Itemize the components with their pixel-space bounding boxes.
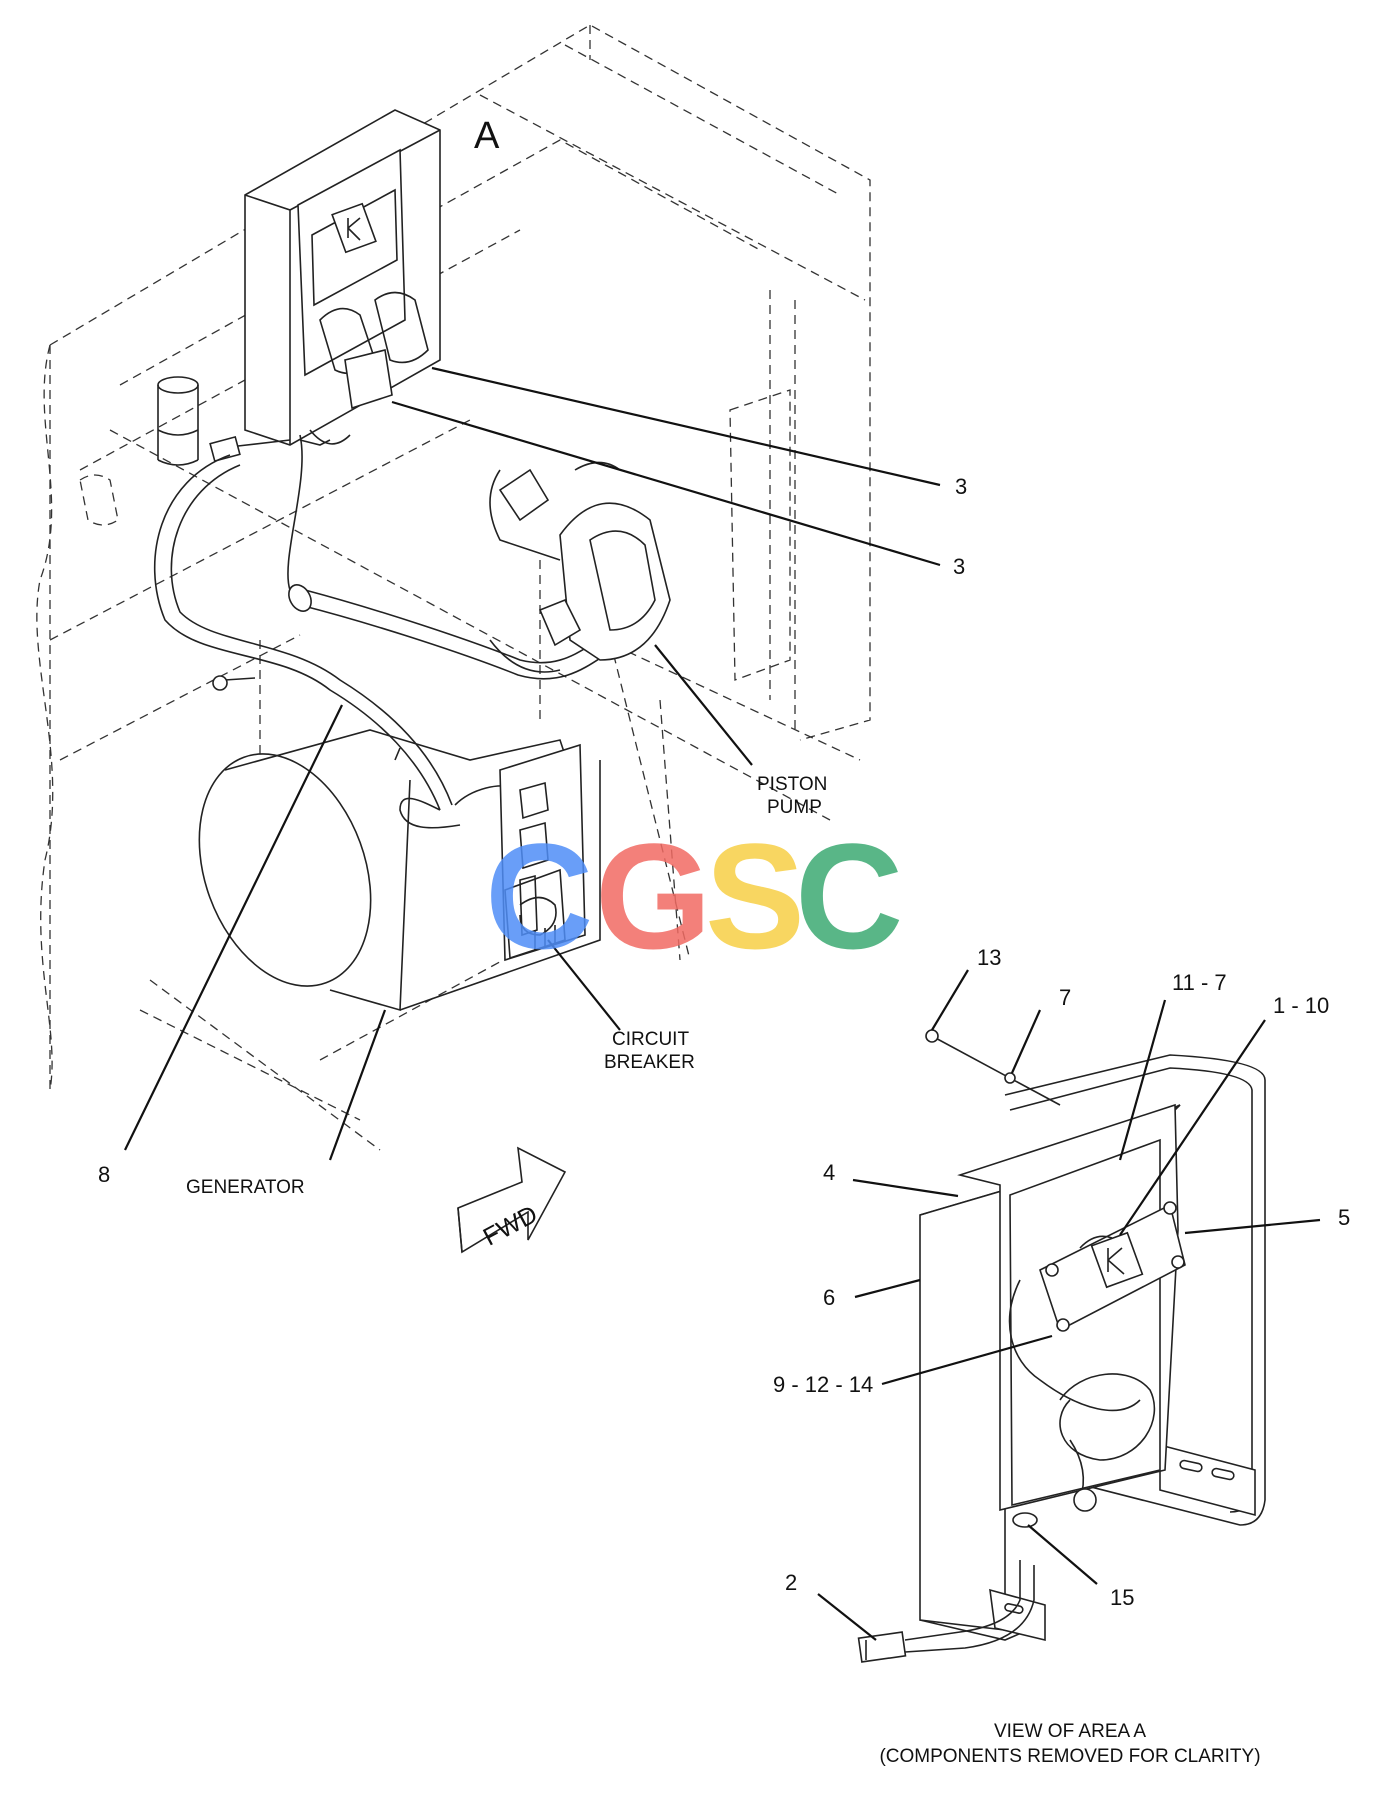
circuit-breaker-label-line1: CIRCUIT [612,1029,689,1050]
detail-view-area-a: 13 7 11 - 7 1 - 10 4 5 6 9 - 12 - 14 15 … [773,945,1350,1767]
circuit-breaker [504,868,566,960]
main-assembly-view: A 3 3 8 PISTON PUMP CIRCUIT BREAKER GENE… [36,24,967,1254]
breaker-box [244,109,441,446]
callout-3-lower: 3 [953,554,965,579]
view-caption-line1: VIEW OF AREA A [994,1721,1146,1742]
piston-pump-label-line2: PUMP [767,797,822,818]
callout-8: 8 [98,1162,110,1187]
main-leaders [124,366,941,1161]
callout-4: 4 [823,1160,835,1185]
cgsc-watermark: C G S C [485,812,903,980]
circuit-breaker-label-line2: BREAKER [604,1052,695,1073]
piston-pump [489,461,671,673]
callout-9-12-14: 9 - 12 - 14 [773,1372,873,1397]
generator [198,729,601,1012]
piston-pump-label-line1: PISTON [757,774,827,795]
watermark-letter-c1: C [485,812,593,980]
harness-connector [209,435,291,463]
area-label: A [474,115,500,157]
watermark-letter-s: S [705,812,805,980]
watermark-letter-c2: C [795,812,903,980]
wiring-harness [153,434,606,829]
callout-13: 13 [977,945,1001,970]
callout-11-7: 11 - 7 [1172,970,1227,995]
machine-frame [36,24,871,1151]
callout-2: 2 [785,1570,797,1595]
mount-post [157,376,199,466]
watermark-letter-g: G [595,812,712,980]
callout-7: 7 [1059,985,1071,1010]
view-caption-line2: (COMPONENTS REMOVED FOR CLARITY) [879,1746,1260,1767]
detail-leaders [817,969,1321,1641]
callout-5: 5 [1338,1205,1350,1230]
callout-6: 6 [823,1285,835,1310]
callout-3-upper: 3 [955,474,967,499]
callout-1-10: 1 - 10 [1273,993,1329,1018]
generator-label: GENERATOR [186,1177,305,1198]
forward-arrow-icon: FWD [457,1146,567,1254]
callout-15: 15 [1110,1585,1134,1610]
